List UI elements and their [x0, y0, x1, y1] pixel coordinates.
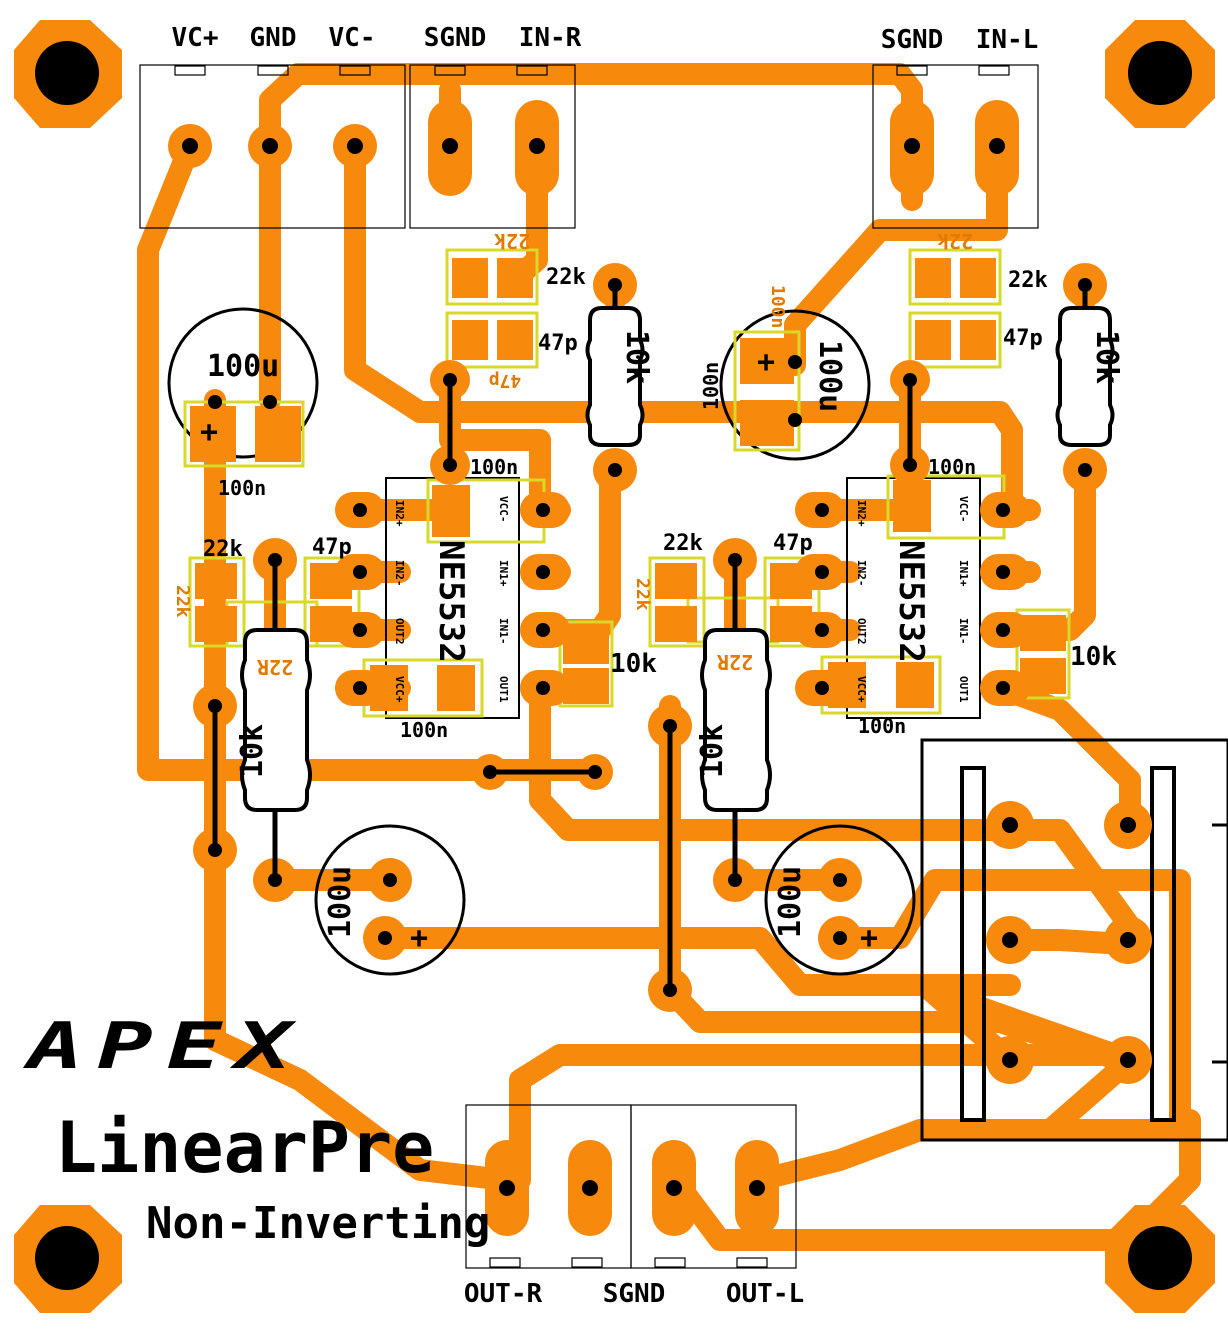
ghost-100n-1: 100n	[767, 285, 788, 328]
r22k-label-2: 22k	[1008, 268, 1048, 293]
mount-hole-top-right-icon	[1105, 20, 1215, 128]
pin-out2-l: OUT2	[393, 618, 406, 645]
c100n-label-1: 100n	[218, 476, 266, 500]
ghost-47p-1: 47p	[489, 370, 522, 391]
c100u-label-2: 100u	[812, 340, 847, 412]
c100n-label-4: 100n	[928, 455, 976, 479]
c100n-label-5: 100n	[400, 718, 448, 742]
ghost-labels: 22k 22k 47p 100n 22k 22k 22R 22R	[172, 229, 973, 679]
r10k-label-3: 10k	[235, 724, 270, 778]
ghost-22r-1: 22R	[256, 655, 293, 679]
pin-in2p-r: IN2+	[855, 500, 868, 527]
c47p-label-4: 47p	[773, 531, 813, 556]
ghost-22k-2: 22k	[937, 229, 973, 253]
pin-vccp-l: VCC+	[393, 676, 406, 703]
label-sgnd-in-r: SGND	[424, 23, 487, 53]
pin-vccp-r: VCC+	[855, 676, 868, 703]
label-in-r: IN-R	[519, 23, 582, 53]
pin-in2m-l: IN2-	[393, 560, 406, 587]
c100u-label-3: 100u	[323, 866, 358, 938]
r10k-label-1: 10k	[619, 330, 654, 384]
mount-hole-top-left-icon	[14, 20, 122, 128]
r10k-label-6: 10k	[1070, 642, 1117, 672]
branding: APEX LinearPre Non-Inverting	[22, 1008, 490, 1249]
pin-in1p-r: IN1+	[957, 560, 970, 587]
resistor-bodies	[240, 306, 1115, 812]
c47p-label-1: 47p	[538, 331, 578, 356]
c100n-label-6: 100n	[858, 714, 906, 738]
ic-name-left: NE5532	[431, 540, 471, 663]
r10k-label-4: 10k	[695, 724, 730, 778]
bridge-rectifier-outline	[920, 738, 1228, 1142]
logo-text: APEX	[22, 1008, 305, 1083]
c100n-label-2: 100n	[699, 362, 723, 410]
ghost-22r-2: 22R	[716, 650, 753, 674]
label-out-r: OUT-R	[464, 1279, 543, 1309]
pin-out2-r: OUT2	[855, 618, 868, 645]
subtitle-text: Non-Inverting	[146, 1198, 490, 1249]
c47p-label-3: 47p	[312, 535, 352, 560]
r22k-label-4: 22k	[663, 531, 703, 556]
r22k-label-3: 22k	[203, 537, 243, 562]
title-text: LinearPre	[55, 1107, 434, 1189]
pin-vccm-l: VCC-	[497, 496, 510, 523]
plus-1: +	[200, 415, 218, 450]
plus-3: +	[410, 921, 428, 956]
label-out-l: OUT-L	[726, 1279, 804, 1309]
r22k-label-1: 22k	[546, 265, 586, 290]
label-gnd: GND	[250, 23, 297, 53]
mount-hole-bottom-left-icon	[14, 1205, 122, 1313]
ghost-22k-3: 22k	[172, 585, 193, 618]
c100u-label-1: 100u	[207, 349, 279, 384]
label-sgnd-out: SGND	[603, 1279, 666, 1309]
c100u-label-4: 100u	[773, 866, 808, 938]
drill-holes	[182, 138, 1136, 1196]
connector-outlines	[139, 64, 1039, 1269]
plus-4: +	[860, 921, 878, 956]
r10k-label-5: 10k	[610, 649, 657, 679]
mount-hole-bottom-right-icon	[1105, 1205, 1215, 1313]
pin-in1p-l: IN1+	[497, 560, 510, 587]
pin-in1m-l: IN1-	[497, 618, 510, 645]
ghost-22k-4: 22k	[632, 578, 653, 611]
label-in-l: IN-L	[976, 25, 1039, 55]
label-vc-plus: VC+	[172, 23, 219, 53]
ic-labels: NE5532 NE5532 IN2+ IN2- OUT2 VCC+ VCC- I…	[393, 496, 970, 703]
pin-in2p-l: IN2+	[393, 500, 406, 527]
r10k-label-2: 10k	[1089, 330, 1124, 384]
component-values: 10k 10k 10k 10k 10k 10k 100u 100u 100u 1…	[200, 265, 1124, 956]
capacitor-outlines	[167, 307, 916, 976]
mounting-holes	[14, 20, 1215, 1313]
label-vc-minus: VC-	[329, 23, 376, 53]
pin-in2m-r: IN2-	[855, 560, 868, 587]
pin-in1m-r: IN1-	[957, 618, 970, 645]
c47p-label-2: 47p	[1003, 326, 1043, 351]
pin-out1-r: OUT1	[957, 676, 970, 703]
pin-out1-l: OUT1	[497, 676, 510, 703]
connector-labels: VC+ GND VC- SGND IN-R SGND IN-L OUT-R SG…	[172, 23, 1039, 1309]
plus-2: +	[757, 345, 775, 380]
c100n-label-3: 100n	[470, 455, 518, 479]
pin-vccm-r: VCC-	[957, 496, 970, 523]
ghost-22k-1: 22k	[494, 229, 530, 253]
jumper-wires	[212, 282, 1088, 993]
ic-name-right: NE5532	[891, 540, 931, 663]
label-sgnd-in-l: SGND	[881, 25, 944, 55]
